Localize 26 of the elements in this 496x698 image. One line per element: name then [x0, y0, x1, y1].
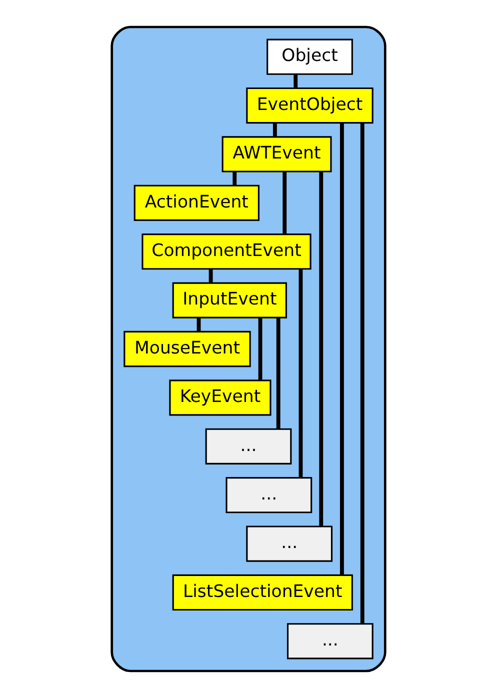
- node-box: EventObject: [246, 87, 373, 124]
- connector: [318, 172, 323, 526]
- node-box: InputEvent: [172, 282, 286, 318]
- node-box: MouseEvent: [123, 330, 250, 368]
- connector: [293, 74, 298, 88]
- node-box: ListSelectionEvent: [172, 574, 352, 611]
- node-box: Object: [266, 38, 352, 75]
- node-box: KeyEvent: [168, 380, 271, 416]
- connector: [282, 172, 286, 234]
- connector: [196, 318, 200, 332]
- connector: [258, 318, 262, 380]
- connector: [272, 123, 276, 137]
- cluster: [110, 26, 386, 672]
- connector: [208, 269, 212, 283]
- node-box: ...: [204, 428, 292, 464]
- node-box: ActionEvent: [133, 184, 259, 221]
- node-box: ...: [246, 526, 332, 562]
- connector: [298, 269, 302, 478]
- connector: [340, 122, 344, 575]
- connector: [232, 172, 236, 186]
- node-box: AWTEvent: [221, 136, 332, 172]
- connector: [276, 318, 280, 430]
- node-box: ...: [225, 477, 312, 514]
- node-box: ...: [286, 623, 373, 660]
- connector: [360, 123, 364, 624]
- node-box: ComponentEvent: [141, 234, 311, 270]
